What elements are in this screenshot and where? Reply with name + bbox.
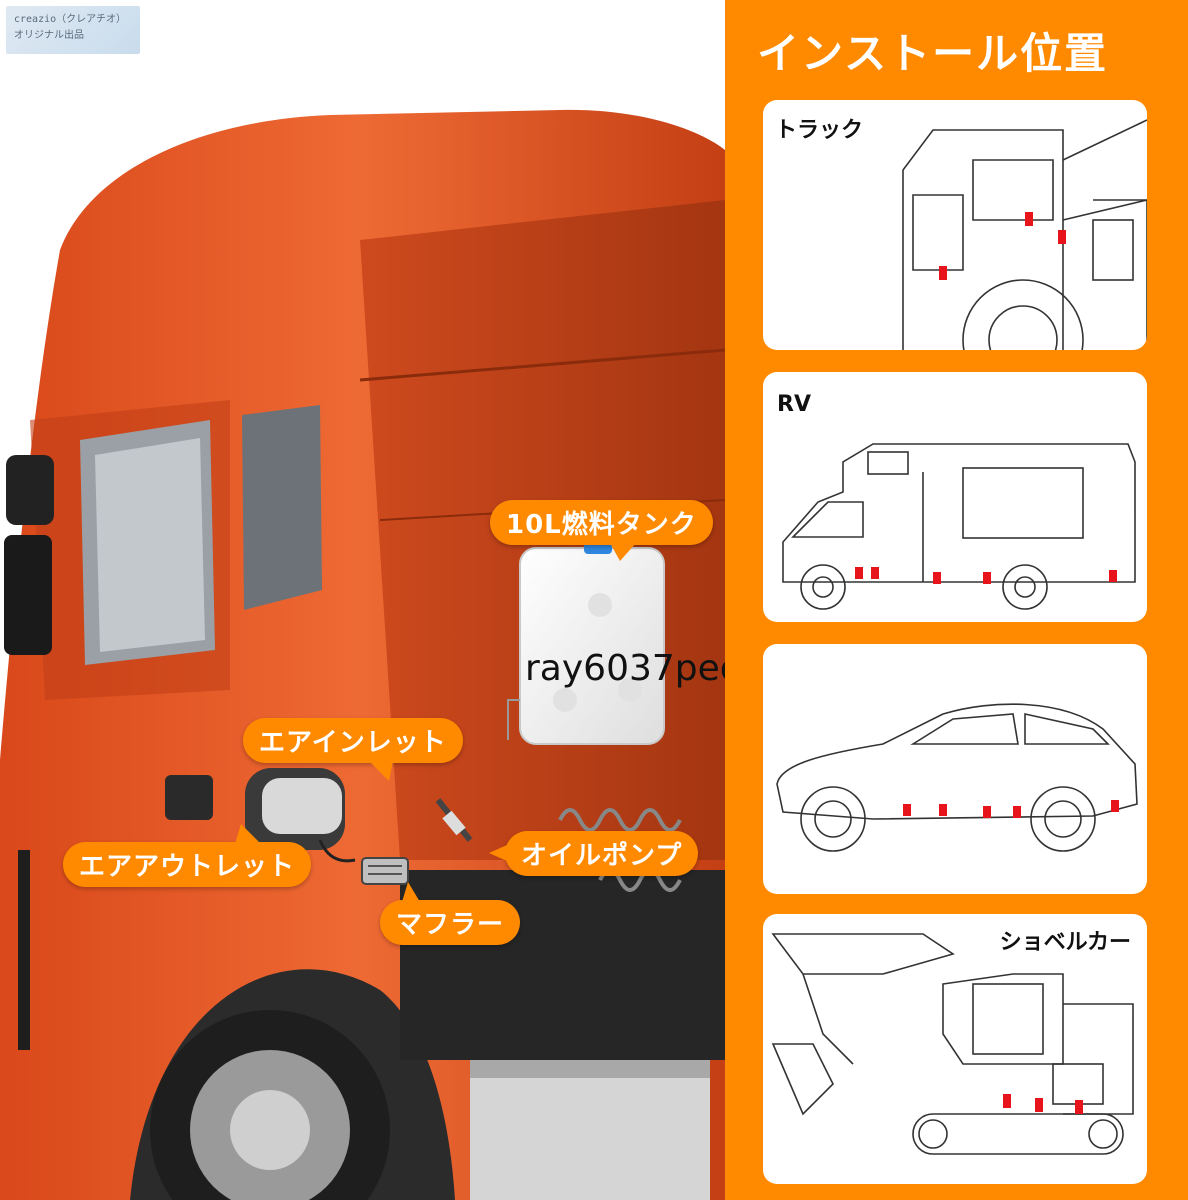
card-truck: トラック bbox=[763, 100, 1147, 350]
marker-rv-3 bbox=[933, 572, 941, 584]
marker-car-4 bbox=[1013, 806, 1021, 818]
card-car bbox=[763, 644, 1147, 894]
marker-truck-3 bbox=[1058, 230, 1066, 244]
callout-fuel-tank: 10L燃料タンク bbox=[490, 500, 713, 561]
marker-excavator-1 bbox=[1003, 1094, 1011, 1108]
callout-muffler: マフラー bbox=[380, 882, 521, 945]
card-excavator: ショベルカー bbox=[763, 914, 1147, 1184]
card-excavator-label: ショベルカー bbox=[999, 930, 1131, 955]
marker-excavator-2 bbox=[1035, 1098, 1043, 1112]
watermark-line-2: オリジナル出品 bbox=[14, 30, 84, 41]
car-line-drawing bbox=[776, 703, 1138, 852]
truck-illustration bbox=[0, 109, 725, 1200]
marker-rv-4 bbox=[983, 572, 991, 584]
marker-truck-1 bbox=[939, 266, 947, 280]
install-position-panel: インストール位置 トラック bbox=[725, 0, 1188, 1200]
marker-car-5 bbox=[1111, 800, 1119, 812]
marker-truck-2 bbox=[1025, 212, 1033, 226]
marker-car-3 bbox=[983, 806, 991, 818]
card-truck-label: トラック bbox=[775, 118, 864, 143]
callout-oil-pump: オイルポンプ bbox=[488, 831, 699, 876]
card-rv: RV bbox=[763, 372, 1147, 622]
rv-line-drawing bbox=[782, 443, 1136, 610]
marker-rv-2 bbox=[871, 567, 879, 579]
callout-air-inlet: エアインレット bbox=[243, 718, 463, 781]
marker-rv-5 bbox=[1109, 570, 1117, 582]
card-rv-label: RV bbox=[777, 392, 811, 417]
marker-excavator-3 bbox=[1075, 1100, 1083, 1114]
truck-scene: creazio（クレアチオ） オリジナル出品 10L燃料タンク エアインレット … bbox=[0, 6, 725, 1200]
marker-car-1 bbox=[903, 804, 911, 816]
marker-car-2 bbox=[939, 804, 947, 816]
truck-line-drawing bbox=[902, 119, 1147, 350]
marker-rv-1 bbox=[855, 567, 863, 579]
panel-title: インストール位置 bbox=[757, 29, 1109, 78]
watermark-line-1: creazio（クレアチオ） bbox=[14, 14, 126, 25]
callout-air-outlet: エアアウトレット bbox=[63, 824, 312, 887]
excavator-line-drawing bbox=[771, 933, 1134, 1155]
watermark: creazio（クレアチオ） オリジナル出品 bbox=[6, 6, 140, 54]
